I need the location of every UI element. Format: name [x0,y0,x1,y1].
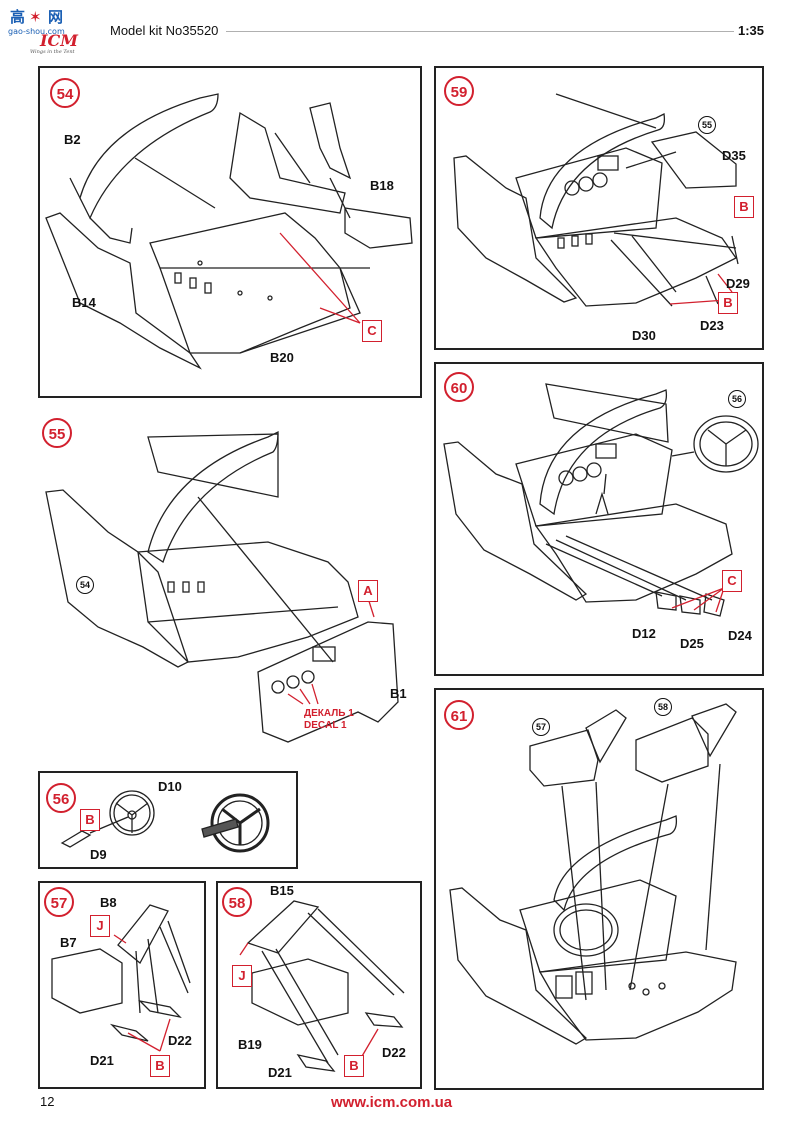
svg-text:✶: ✶ [29,8,42,26]
step-59-drawing [453,93,739,307]
svg-text:网: 网 [48,8,63,26]
part-label: B7 [60,935,77,950]
part-label: D9 [90,847,107,862]
step-58-number: 58 [222,887,252,917]
step-57-drawing [51,904,191,1052]
step-57-panel: 57 B8 J B7 D22 D21 B [38,881,206,1089]
step-61-number: 61 [444,700,474,730]
decal-note: ДЕКАЛЬ 1 DECAL 1 [304,708,354,732]
step-61-drawing [449,703,737,1045]
decal-label-en: DECAL 1 [304,720,347,731]
step-54-drawing [45,93,413,370]
step-56-number: 56 [46,783,76,813]
part-label: D10 [158,779,182,794]
kit-title: Model kit No35520 [110,23,219,38]
step-56-panel: 56 B D10 D9 [38,771,298,869]
step-57-number: 57 [44,887,74,917]
paint-tag: B [150,1055,170,1077]
part-label: B1 [390,686,407,701]
part-label: B14 [72,295,96,310]
decal-label-ru: ДЕКАЛЬ 1 [304,708,354,719]
step-55-drawing [45,430,399,743]
paint-tag: C [722,570,742,592]
part-label: B8 [100,895,117,910]
paint-tag: J [232,965,252,987]
paint-tag: B [80,809,100,831]
part-label: D30 [632,328,656,343]
part-label: D24 [728,628,752,643]
step-55-number: 55 [42,418,72,448]
part-label: D21 [90,1053,114,1068]
svg-text:gao-shou.com: gao-shou.com [8,27,65,36]
kit-scale: 1:35 [738,23,765,38]
part-label: B20 [270,350,294,365]
part-label: D12 [632,626,656,641]
step-60-panel: 60 56 C D12 D25 D24 [434,362,764,676]
paint-tag: J [90,915,110,937]
part-label: D25 [680,636,704,651]
paint-tag: B [718,292,738,314]
paint-tag: C [362,320,382,342]
step-58-panel: 58 B15 J B19 D22 D21 B [216,881,422,1089]
paint-tag: B [344,1055,364,1077]
step-54-panel: 54 B2 B18 B14 B20 C [38,66,422,398]
paint-tag: B [734,196,754,218]
page-number: 12 [40,1094,55,1109]
svg-text:ICM: ICM [39,31,79,50]
step-56-drawing [60,790,270,853]
step-54-number: 54 [50,78,80,108]
step-61-panel: 61 57 58 [434,688,764,1090]
brand-logo: 高 ✶ 网 gao-shou.com ICM Wings in the Tent [6,6,98,55]
step-55-area: 55 54 A B1 ДЕКАЛЬ 1 DECAL 1 [38,412,422,757]
part-label: B2 [64,132,81,147]
svg-text:Wings in the Tent: Wings in the Tent [30,49,76,54]
part-label: D22 [382,1045,406,1060]
part-label: D22 [168,1033,192,1048]
header-rule [226,31,734,32]
step-59-panel: 59 55 D35 B D29 B D23 D30 [434,66,764,350]
step-ref-badge: 56 [728,390,746,408]
step-ref-badge: 54 [76,576,94,594]
step-ref-badge: 57 [532,718,550,736]
step-60-drawing [443,383,759,617]
step-ref-badge: 55 [698,116,716,134]
part-label: D21 [268,1065,292,1080]
part-label: B18 [370,178,394,193]
step-59-number: 59 [444,76,474,106]
part-label: D23 [700,318,724,333]
website-link[interactable]: www.icm.com.ua [331,1094,453,1111]
part-label: D29 [726,276,750,291]
svg-text:高: 高 [10,8,25,26]
step-60-number: 60 [444,372,474,402]
paint-tag: A [358,580,378,602]
part-label: B19 [238,1037,262,1052]
part-label: B15 [270,883,294,898]
step-ref-badge: 58 [654,698,672,716]
part-label: D35 [722,148,746,163]
